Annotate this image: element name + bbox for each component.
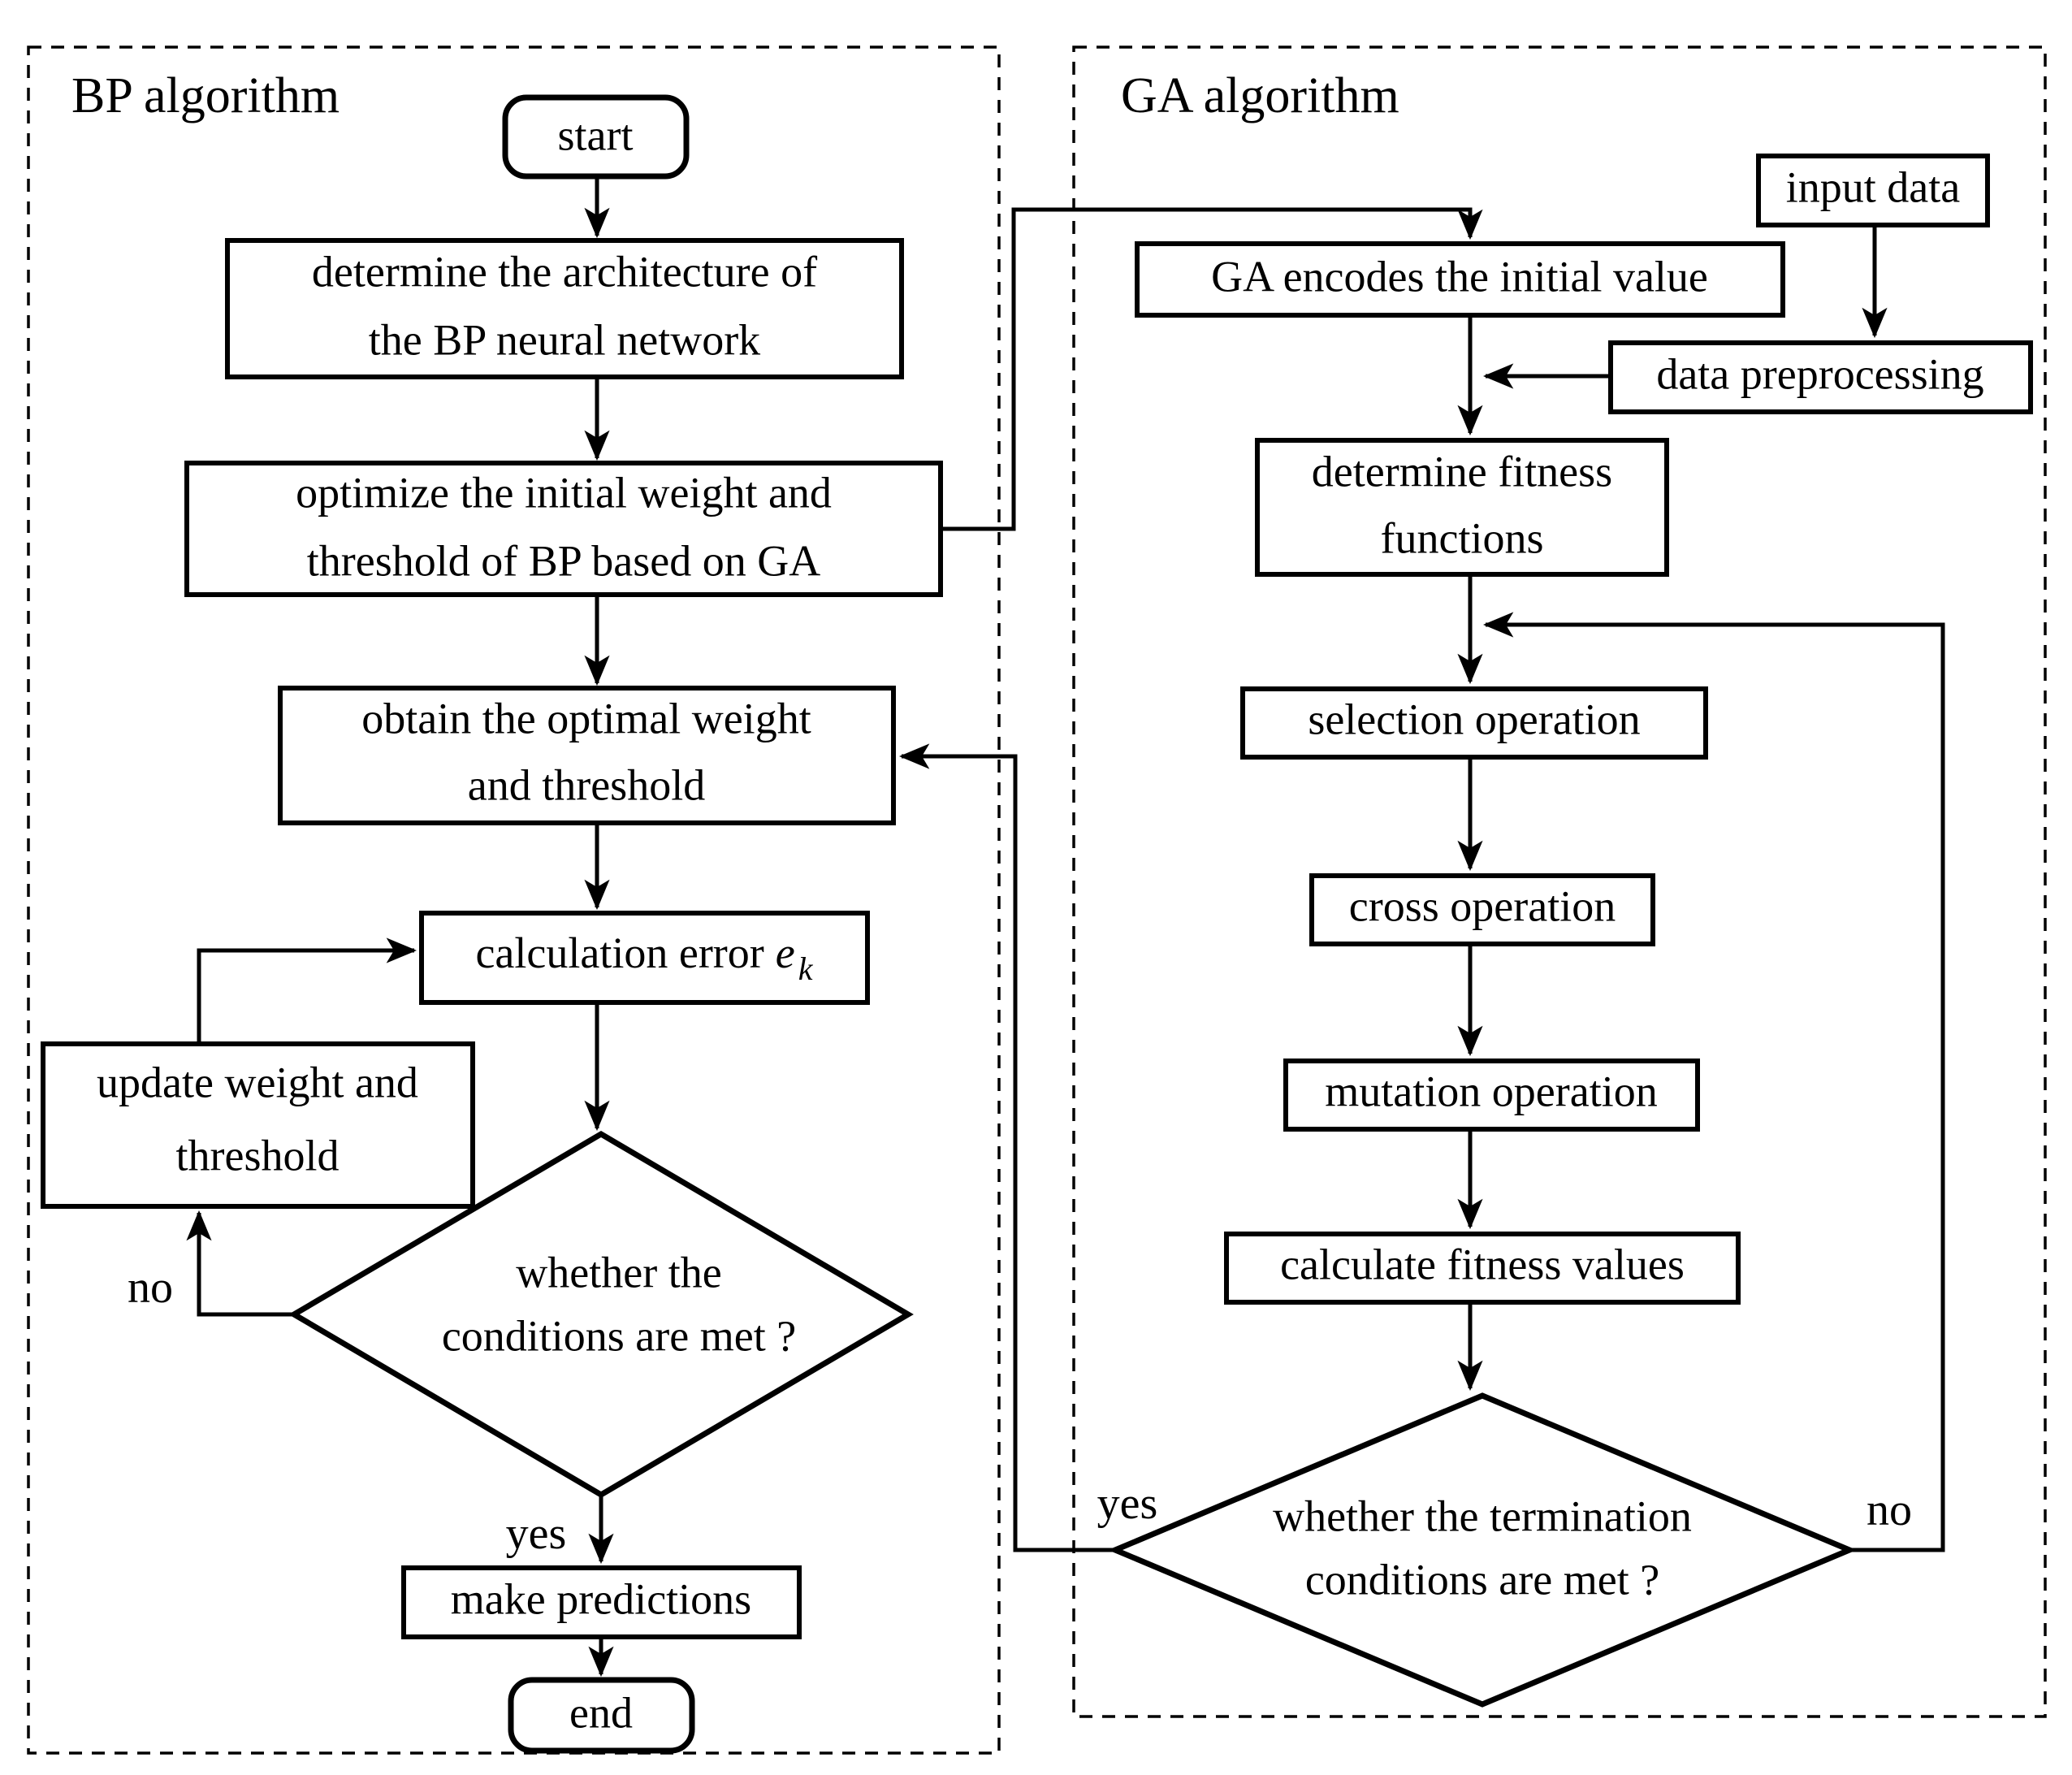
- node-determine-fitness-line2: functions: [1381, 513, 1544, 562]
- node-mutation-operation: [1283, 1059, 1700, 1132]
- ga-panel-title: GA algorithm: [1121, 68, 1399, 123]
- node-determine-fitness-line1: determine fitness: [1312, 447, 1612, 496]
- node-optimize-initial-line1: optimize the initial weight and: [296, 468, 832, 517]
- bp-yes-label: yes: [506, 1509, 567, 1559]
- calculation-error-text: calculation error: [475, 929, 763, 977]
- bp-panel-title: BP algorithm: [71, 68, 340, 123]
- bp-no-label: no: [128, 1262, 173, 1313]
- node-ga-decision: [1107, 1392, 1858, 1708]
- node-obtain-optimal-line1: obtain the optimal weight: [361, 694, 811, 742]
- node-determine-fitness: [1255, 438, 1669, 577]
- node-ga-decision-line2: conditions are met ?: [1305, 1555, 1659, 1604]
- ga-yes-label: yes: [1097, 1478, 1158, 1529]
- edge-bp-no-to-update: [186, 1210, 294, 1317]
- node-input-data-label: input data: [1786, 162, 1960, 211]
- node-update-weight-line1: update weight and: [97, 1058, 418, 1106]
- node-calculation-error: [419, 911, 870, 1005]
- node-ga-encodes-label: GA encodes the initial value: [1211, 252, 1708, 301]
- edge-optimize-to-ga-encodes: [941, 207, 1483, 531]
- node-bp-decision-line1: whether the: [516, 1248, 721, 1297]
- error-symbol: e: [776, 929, 795, 977]
- bp-panel-border: [27, 45, 1001, 1755]
- edge-update-to-calculation: [197, 937, 417, 1044]
- node-calculate-fitness: [1224, 1232, 1741, 1305]
- node-determine-architecture-line1: determine the architecture of: [312, 247, 817, 296]
- node-optimize-initial-line2: threshold of BP based on GA: [307, 536, 820, 585]
- node-cross-operation-label: cross operation: [1349, 881, 1616, 930]
- node-selection-operation-label: selection operation: [1308, 695, 1640, 743]
- node-update-weight: [41, 1041, 475, 1209]
- node-selection-operation: [1240, 686, 1708, 760]
- node-determine-architecture: [225, 238, 904, 379]
- node-cross-operation: [1309, 873, 1655, 946]
- node-make-predictions-label: make predictions: [451, 1574, 751, 1623]
- node-ga-encodes: [1135, 241, 1785, 318]
- node-end: [508, 1677, 695, 1754]
- node-obtain-optimal: [278, 686, 896, 825]
- node-determine-architecture-line2: the BP neural network: [369, 315, 760, 364]
- node-obtain-optimal-line2: and threshold: [468, 760, 705, 809]
- edge-ga-yes-to-obtain: [898, 743, 1115, 1552]
- node-start-label: start: [558, 110, 634, 159]
- node-calculate-fitness-label: calculate fitness values: [1280, 1240, 1685, 1288]
- ga-panel-border: [1072, 45, 2047, 1718]
- ga-no-label: no: [1867, 1485, 1912, 1535]
- error-subscript: k: [798, 950, 814, 987]
- node-end-label: end: [569, 1688, 633, 1737]
- node-ga-decision-line1: whether the termination: [1273, 1491, 1692, 1540]
- node-mutation-operation-label: mutation operation: [1325, 1067, 1657, 1115]
- node-data-preprocessing-label: data preprocessing: [1656, 349, 1983, 398]
- node-update-weight-line2: threshold: [176, 1131, 340, 1180]
- node-bp-decision-line2: conditions are met ?: [442, 1311, 796, 1360]
- edge-ga-no-loop: [1482, 612, 1945, 1552]
